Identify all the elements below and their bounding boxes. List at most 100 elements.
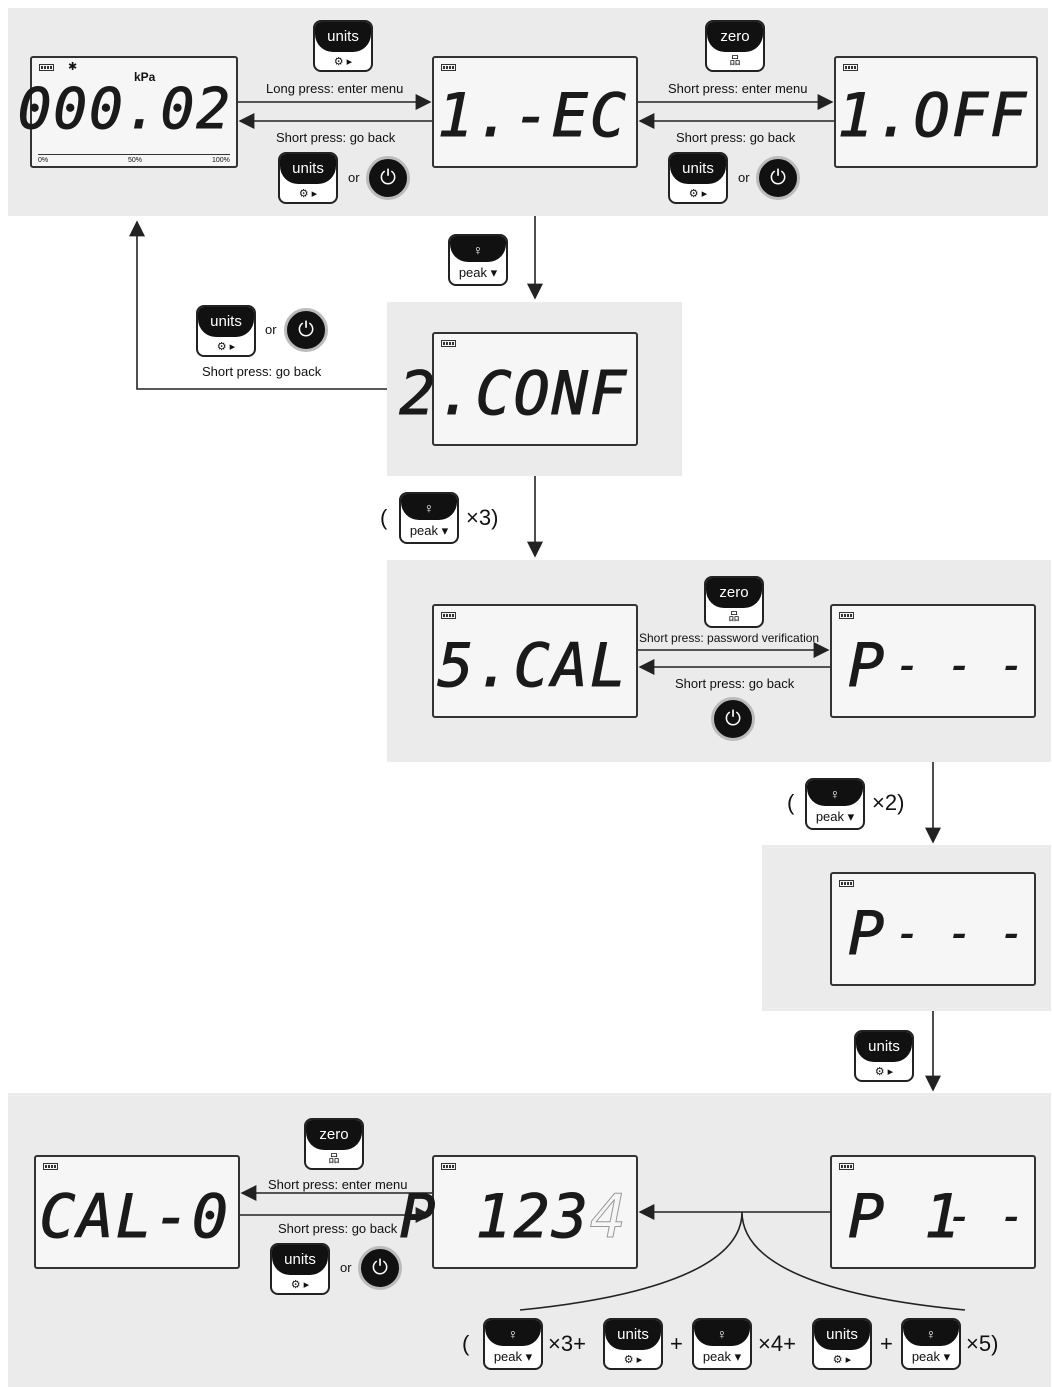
password-prefix: P xyxy=(847,631,887,701)
battery-icon xyxy=(43,1163,58,1170)
off-reading: 1.OFF xyxy=(837,81,1028,151)
label-short-back-3: Short press: go back xyxy=(202,364,322,379)
paren-open: ( xyxy=(462,1331,470,1356)
scale-0: 0% xyxy=(38,157,49,164)
lcd-conf: 2.CONF xyxy=(399,332,638,446)
units-button-label: units xyxy=(814,1320,870,1350)
units-button[interactable]: units ⚙ ▸ xyxy=(196,305,256,357)
battery-icon xyxy=(441,1163,456,1170)
battery-icon xyxy=(441,612,456,619)
units-button-label: units xyxy=(670,154,726,184)
seq-plus: + xyxy=(880,1331,893,1356)
units-button[interactable]: units ⚙ ▸ xyxy=(668,152,728,204)
gear-play-icon: ⚙ ▸ xyxy=(216,341,236,353)
label-short-back-2: Short press: go back xyxy=(676,130,796,145)
multiplier-x2: ×2) xyxy=(872,790,904,816)
lcd-cal: 5.CAL xyxy=(432,604,638,718)
peak-button-label: peak ▾ xyxy=(702,1349,742,1364)
units-button-label: units xyxy=(315,22,371,52)
password-tail: - - - xyxy=(895,643,1026,690)
units-button[interactable]: units ⚙ ▸ xyxy=(603,1318,663,1370)
peak-button[interactable]: ♀ peak ▾ xyxy=(448,234,508,286)
peak-button[interactable]: ♀ peak ▾ xyxy=(805,778,865,830)
peak-button[interactable]: ♀ peak ▾ xyxy=(483,1318,543,1370)
power-button[interactable]: ⏻ xyxy=(756,156,800,200)
power-button[interactable]: ⏻ xyxy=(358,1246,402,1290)
x5-text: ×5 xyxy=(966,1331,992,1356)
zero-button[interactable]: zero 品 xyxy=(304,1118,364,1170)
lcd-password-digit: P - - - xyxy=(830,872,1036,986)
lcd-off: 1.OFF xyxy=(834,56,1038,168)
power-button[interactable]: ⏻ xyxy=(284,308,328,352)
scale-50: 50% xyxy=(128,157,143,164)
tec-reading: 1.-EC xyxy=(437,81,628,151)
units-button-label: units xyxy=(605,1320,661,1350)
paren-open: ( xyxy=(380,505,388,530)
main-reading: 000.02 xyxy=(17,77,232,142)
p1234-blinking-digit: 4 xyxy=(589,1182,628,1252)
units-button[interactable]: units ⚙ ▸ xyxy=(278,152,338,204)
p1234-reading: P 1234 xyxy=(399,1187,628,1248)
peak-button[interactable]: ♀ peak ▾ xyxy=(399,492,459,544)
battery-icon xyxy=(839,612,854,619)
peak-button-label: peak ▾ xyxy=(458,265,498,280)
cal0-reading: CAL-0 xyxy=(39,1182,230,1252)
units-button-label: units xyxy=(280,154,336,184)
gear-play-icon: ⚙ ▸ xyxy=(290,1279,310,1291)
lcd-p1234: P 1234 xyxy=(399,1155,638,1269)
bulb-icon: ♀ xyxy=(401,494,457,520)
conf-reading: 2.CONF xyxy=(399,359,628,429)
gear-play-icon: ⚙ ▸ xyxy=(298,188,318,200)
peak-button[interactable]: ♀ peak ▾ xyxy=(692,1318,752,1370)
units-button[interactable]: units ⚙ ▸ xyxy=(313,20,373,72)
lcd-password-blank: P - - - xyxy=(830,604,1036,718)
label-short-enter-1: Short press: enter menu xyxy=(668,81,808,96)
units-button[interactable]: units ⚙ ▸ xyxy=(270,1243,330,1295)
bulb-icon: ♀ xyxy=(903,1320,959,1346)
battery-icon xyxy=(39,64,54,71)
units-button-label: units xyxy=(198,307,254,337)
p1234-digits: P 123 xyxy=(399,1182,590,1252)
paren-open: ( xyxy=(787,790,795,815)
zero-button[interactable]: zero 品 xyxy=(705,20,765,72)
label-long-enter: Long press: enter menu xyxy=(266,81,404,96)
scale-bar xyxy=(38,154,230,155)
x2-text: ×2 xyxy=(872,790,898,815)
power-button[interactable]: ⏻ xyxy=(366,156,410,200)
seq-x3: ×3+ xyxy=(548,1331,586,1356)
multiplier-x3: ×3) xyxy=(466,505,498,531)
power-button[interactable]: ⏻ xyxy=(711,697,755,741)
lcd-p1: P 1 - - xyxy=(830,1155,1036,1269)
battery-icon xyxy=(843,64,858,71)
label-short-enter-2: Short press: enter menu xyxy=(268,1177,408,1192)
units-button-label: units xyxy=(856,1032,912,1062)
units-button[interactable]: units ⚙ ▸ xyxy=(854,1030,914,1082)
zero-button-label: zero xyxy=(706,578,762,608)
or-label: or xyxy=(265,322,277,337)
zero-button-label: zero xyxy=(306,1120,362,1150)
p1-tail: - - xyxy=(947,1194,1026,1241)
arrow-conf-back xyxy=(129,220,387,390)
tree-icon: 品 xyxy=(328,1153,340,1165)
battery-icon xyxy=(441,340,456,347)
battery-icon xyxy=(839,880,854,887)
units-button-label: units xyxy=(272,1245,328,1275)
peak-button-label: peak ▾ xyxy=(815,809,855,824)
zero-button[interactable]: zero 品 xyxy=(704,576,764,628)
gear-play-icon: ⚙ ▸ xyxy=(623,1354,643,1366)
seq-x4: ×4+ xyxy=(758,1331,796,1356)
scale-100: 100% xyxy=(212,157,230,164)
lcd-main: ✱ kPa 000.02 0% 50% 100% xyxy=(17,56,238,168)
units-button[interactable]: units ⚙ ▸ xyxy=(812,1318,872,1370)
peak-button[interactable]: ♀ peak ▾ xyxy=(901,1318,961,1370)
bulb-icon: ♀ xyxy=(450,236,506,262)
battery-icon xyxy=(839,1163,854,1170)
bracket-sequence xyxy=(519,1211,966,1311)
p1-prefix: P 1 xyxy=(847,1182,963,1252)
paren-close: ) xyxy=(491,505,499,530)
bluetooth-icon: ✱ xyxy=(68,61,78,73)
password-prefix: P xyxy=(847,899,887,969)
zero-button-label: zero xyxy=(707,22,763,52)
peak-button-label: peak ▾ xyxy=(911,1349,951,1364)
gear-play-icon: ⚙ ▸ xyxy=(874,1066,894,1078)
